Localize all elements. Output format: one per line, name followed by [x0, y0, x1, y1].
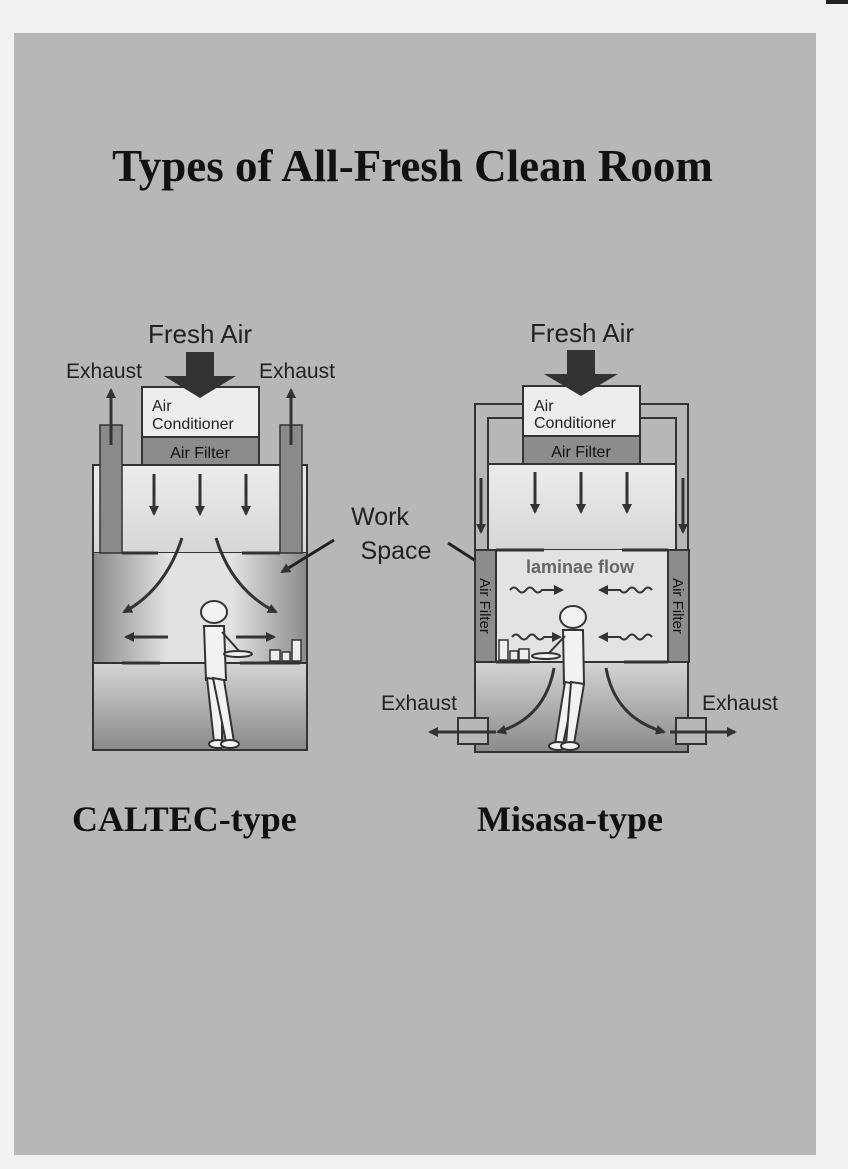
corner-mark — [826, 0, 848, 4]
work-space-pointer-left — [280, 538, 335, 574]
caltec-exhaust-right-label: Exhaust — [259, 360, 335, 383]
misasa-side-filter-left-label: Air Filter — [476, 578, 493, 634]
caltec-floor-space — [92, 662, 308, 751]
caltec-ac-label-line1: Air — [152, 398, 172, 415]
misasa-worker-figure — [531, 605, 587, 751]
poster-title: Types of All-Fresh Clean Room — [112, 141, 713, 191]
caltec-ac-label-line2: Conditioner — [152, 416, 235, 433]
caltec-air-filter — [141, 436, 260, 466]
caltec-fresh-air-label: Fresh Air — [148, 319, 252, 349]
misasa-exhaust-left-label: Exhaust — [381, 692, 457, 715]
misasa-exhaust-right-label: Exhaust — [702, 692, 778, 715]
caltec-fresh-air-arrow — [164, 352, 236, 398]
misasa-fresh-air-arrow — [544, 350, 618, 396]
caltec-exhaust-left-label: Exhaust — [66, 360, 142, 383]
caltec-air-filter-label: Air Filter — [170, 445, 230, 462]
misasa-side-filter-left — [474, 549, 497, 663]
work-space-label-line1: Work — [351, 503, 409, 531]
misasa-side-filter-right — [667, 549, 690, 663]
misasa-ac-label-line2: Conditioner — [534, 415, 617, 432]
laminae-flow-label: laminae flow — [526, 557, 635, 577]
misasa-caption: Misasa-type — [477, 799, 663, 839]
misasa-air-filter-label: Air Filter — [551, 444, 611, 461]
caltec-bench-items — [269, 639, 302, 662]
misasa-diagram — [428, 350, 737, 753]
caltec-worker-figure — [200, 600, 253, 749]
misasa-side-filter-right-label: Air Filter — [669, 578, 686, 634]
work-space-label-line2: Space — [361, 537, 432, 565]
caltec-work-space — [93, 553, 307, 663]
misasa-fresh-air-label: Fresh Air — [530, 318, 634, 348]
caltec-diagram — [92, 352, 308, 751]
misasa-bench-items — [498, 639, 530, 661]
misasa-ac-label-line1: Air — [534, 398, 554, 415]
misasa-air-filter — [522, 435, 641, 465]
caltec-caption: CALTEC-type — [72, 799, 297, 839]
